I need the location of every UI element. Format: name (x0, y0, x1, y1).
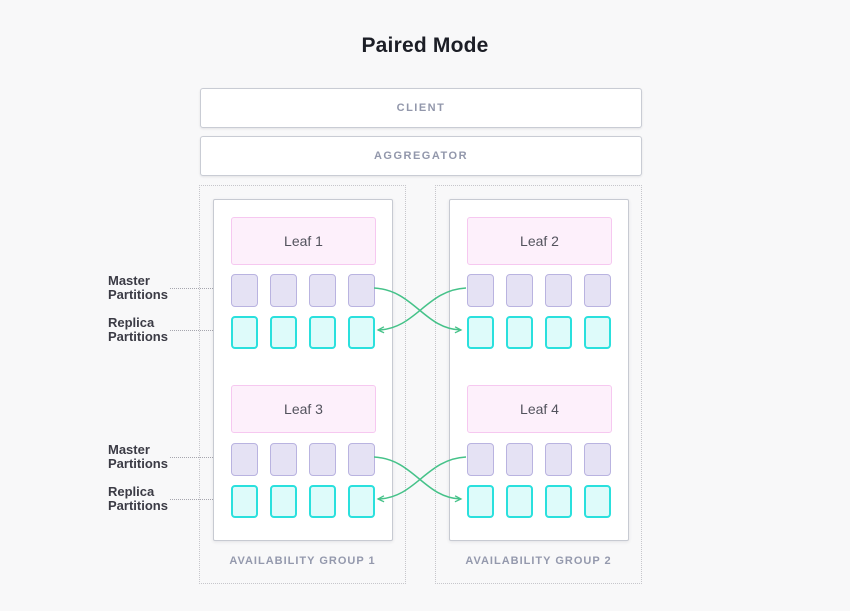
master-partition-square (506, 443, 533, 476)
master-partitions-label-bottom: Master Partitions (108, 443, 178, 471)
leaf-1-label: Leaf 1 (284, 233, 323, 249)
leaf-2-replica-row (467, 316, 611, 349)
label-line: Master (108, 442, 150, 457)
replica-partition-square (309, 485, 336, 518)
master-partition-square (348, 443, 375, 476)
replica-partition-square (309, 316, 336, 349)
replica-partition-square (348, 485, 375, 518)
replica-partition-square (506, 316, 533, 349)
replica-partition-square (231, 316, 258, 349)
leaf-4-label: Leaf 4 (520, 401, 559, 417)
replica-partition-square (584, 316, 611, 349)
master-partition-square (545, 274, 572, 307)
master-partition-square (231, 274, 258, 307)
leaf-container-group-1: Leaf 1 Leaf 3 (213, 199, 393, 541)
label-line: Master (108, 273, 150, 288)
leaf-4-replica-row (467, 485, 611, 518)
availability-group-1: Leaf 1 Leaf 3 AVAILABILITY GROUP 1 (199, 185, 406, 584)
replica-partition-square (545, 316, 572, 349)
leaf-1-node: Leaf 1 (231, 217, 376, 265)
leaf-4-node: Leaf 4 (467, 385, 612, 433)
master-partition-square (270, 443, 297, 476)
replica-partitions-label-top: Replica Partitions (108, 316, 178, 344)
label-line: Partitions (108, 329, 168, 344)
leaf-2-label: Leaf 2 (520, 233, 559, 249)
leaf-container-group-2: Leaf 2 Leaf 4 (449, 199, 629, 541)
aggregator-label: AGGREGATOR (373, 150, 469, 162)
master-partition-square (584, 443, 611, 476)
availability-group-1-label: AVAILABILITY GROUP 1 (229, 555, 376, 567)
master-partition-square (270, 274, 297, 307)
master-partition-square (467, 443, 494, 476)
replica-partition-square (584, 485, 611, 518)
replica-partitions-label-bottom: Replica Partitions (108, 485, 178, 513)
master-partitions-label-top: Master Partitions (108, 274, 178, 302)
client-label: CLIENT (396, 102, 446, 114)
replica-partition-square (270, 316, 297, 349)
label-line: Partitions (108, 498, 168, 513)
aggregator-node: AGGREGATOR (200, 136, 642, 176)
replica-partition-square (270, 485, 297, 518)
master-partition-square (309, 274, 336, 307)
replica-partition-square (545, 485, 572, 518)
label-line: Replica (108, 315, 155, 330)
client-node: CLIENT (200, 88, 642, 128)
master-partition-square (231, 443, 258, 476)
diagram-title: Paired Mode (361, 34, 489, 57)
master-partition-square (545, 443, 572, 476)
leaf-3-master-row (231, 443, 375, 476)
replica-partition-square (467, 316, 494, 349)
replica-partition-square (348, 316, 375, 349)
label-line: Partitions (108, 287, 168, 302)
replica-partition-square (506, 485, 533, 518)
leaf-4-master-row (467, 443, 611, 476)
availability-group-2-label: AVAILABILITY GROUP 2 (465, 555, 612, 567)
master-partition-square (467, 274, 494, 307)
leaf-2-master-row (467, 274, 611, 307)
leaf-3-replica-row (231, 485, 375, 518)
leaf-1-replica-row (231, 316, 375, 349)
leaf-3-label: Leaf 3 (284, 401, 323, 417)
replica-partition-square (231, 485, 258, 518)
label-line: Partitions (108, 456, 168, 471)
leaf-2-node: Leaf 2 (467, 217, 612, 265)
master-partition-square (309, 443, 336, 476)
label-line: Replica (108, 484, 155, 499)
availability-group-2: Leaf 2 Leaf 4 AVAILABILITY GROUP 2 (435, 185, 642, 584)
leaf-1-master-row (231, 274, 375, 307)
master-partition-square (348, 274, 375, 307)
master-partition-square (506, 274, 533, 307)
master-partition-square (584, 274, 611, 307)
leaf-3-node: Leaf 3 (231, 385, 376, 433)
replica-partition-square (467, 485, 494, 518)
